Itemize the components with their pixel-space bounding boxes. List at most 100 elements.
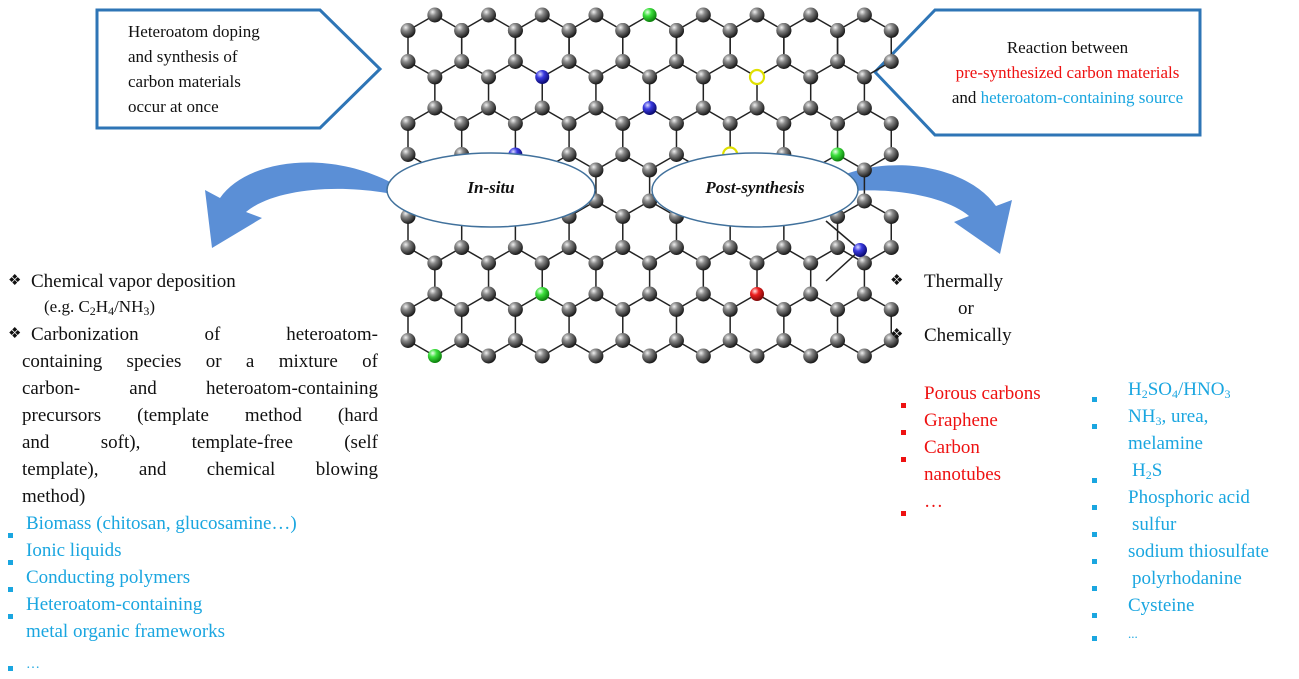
list-item: H2S	[1092, 457, 1297, 484]
thermally-item: ❖ Thermally	[890, 268, 1050, 295]
post-synthesis-ellipse	[651, 152, 859, 228]
insitu-ellipse	[386, 152, 596, 228]
carbon-atom	[776, 333, 792, 348]
square-bullet-icon	[1092, 613, 1097, 618]
carbon-atom	[668, 240, 684, 255]
carbon-atom	[883, 116, 899, 131]
square-bullet-icon	[1092, 397, 1097, 402]
list-item-text: polyrhodanine	[1132, 568, 1242, 589]
carbon-atom	[722, 240, 738, 255]
right-callout-and: and	[951, 88, 981, 107]
nh-b: , urea,	[1161, 406, 1209, 427]
carbon-atom	[561, 147, 577, 162]
h2s-sub: 2	[1145, 468, 1152, 482]
right-callout-line1: Reaction between	[1006, 38, 1129, 57]
carbon-atom	[830, 23, 846, 38]
list-item-text: …	[26, 657, 40, 672]
nitrogen-atom	[853, 243, 867, 257]
carbon-atom	[400, 240, 416, 255]
carbon-atom	[561, 116, 577, 131]
carbon-atom	[642, 348, 658, 364]
left-callout-shape	[95, 8, 383, 130]
list-item-text: Carbon	[924, 437, 980, 458]
acid-b: SO	[1147, 379, 1173, 400]
carbon-atom	[856, 69, 872, 85]
carbon-atom	[695, 286, 711, 302]
chemically-item: ❖ Chemically	[890, 322, 1050, 349]
list-item: Heteroatom-containing	[8, 591, 378, 619]
carbon-atom	[507, 116, 523, 131]
nitrogen-atom	[642, 101, 657, 115]
chemically-text: Chemically	[924, 325, 1012, 346]
heteroatom-source-list: H2SO4/HNO3 NH3, urea, melamine H2S Phosp…	[1092, 376, 1297, 641]
acid-sub: 3	[1224, 387, 1231, 401]
carbon-atom	[481, 100, 497, 116]
carbon-atom	[830, 302, 846, 317]
square-bullet-icon	[1092, 532, 1097, 537]
carbon-atom	[400, 147, 416, 162]
carbon-atom	[830, 240, 846, 255]
carbon-atom	[776, 116, 792, 131]
carbon-atom	[856, 100, 872, 116]
list-item-continued: metal organic frameworks	[26, 621, 226, 642]
carbon-atom	[454, 116, 470, 131]
carbon-atom	[695, 100, 711, 116]
post-methods: ❖ Thermally or ❖ Chemically	[890, 268, 1050, 349]
carbon-atom	[749, 348, 765, 364]
carbon-atom	[561, 23, 577, 38]
carbon-atom	[615, 240, 631, 255]
diamond-bullet-icon: ❖	[8, 326, 22, 342]
carbon-atom	[615, 302, 631, 317]
carbon-atom	[776, 302, 792, 317]
carbon-atom	[883, 209, 899, 224]
carbon-atom	[722, 54, 738, 69]
nh-sub: 3	[1155, 414, 1162, 428]
carbon-atom	[615, 209, 631, 224]
square-bullet-icon	[901, 457, 906, 462]
list-item: sulfur	[1092, 511, 1297, 538]
carbon-atom	[507, 333, 523, 348]
list-item-text: Heteroatom-containing	[26, 594, 203, 615]
square-bullet-icon	[8, 614, 13, 619]
nitrogen-atom	[535, 70, 550, 84]
carbon-atom	[588, 100, 604, 116]
carbon-atom	[668, 302, 684, 317]
cvd-sub: 3	[143, 304, 150, 318]
square-bullet-icon	[8, 666, 13, 671]
left-callout-line: Heteroatom doping	[128, 22, 260, 41]
carbon-atom	[400, 23, 416, 38]
carbon-atom	[400, 54, 416, 69]
red-atom	[750, 287, 765, 301]
carbon-atom	[561, 333, 577, 348]
carbon-atom	[803, 348, 819, 364]
left-method-list: ❖ Chemical vapor deposition (e.g. C2H4/N…	[8, 268, 378, 672]
square-bullet-icon	[901, 403, 906, 408]
carbon-atom	[427, 286, 443, 302]
carbon-atom	[454, 240, 470, 255]
carbon-atom	[776, 54, 792, 69]
carbon-atom	[722, 116, 738, 131]
diamond-bullet-icon: ❖	[8, 273, 22, 289]
cvd-item: ❖ Chemical vapor deposition	[8, 268, 378, 295]
carbon-atom	[883, 333, 899, 348]
carbon-atom	[481, 255, 497, 271]
list-item: Graphene	[899, 407, 1059, 435]
carb-line: method)	[22, 486, 86, 507]
carbon-atom	[507, 54, 523, 69]
carb-line: and soft), template-free (self	[22, 432, 378, 453]
carbon-atom	[588, 162, 604, 178]
list-item: Carbon	[899, 434, 1059, 462]
carbon-atom	[481, 69, 497, 85]
carbonization-continued: containing species or a mixture of carbo…	[8, 348, 378, 510]
carbon-atom	[615, 23, 631, 38]
carbon-atom	[588, 69, 604, 85]
lattice-bond	[825, 249, 861, 282]
precursor-list: Biomass (chitosan, glucosamine…) Ionic l…	[8, 510, 378, 672]
right-callout-line2: pre-synthesized carbon materials	[955, 63, 1180, 82]
nh-a: NH	[1128, 406, 1156, 427]
carbon-atom	[803, 7, 819, 23]
carbon-atom	[427, 100, 443, 116]
carbon-atom	[695, 69, 711, 85]
carbon-atom	[534, 348, 550, 364]
